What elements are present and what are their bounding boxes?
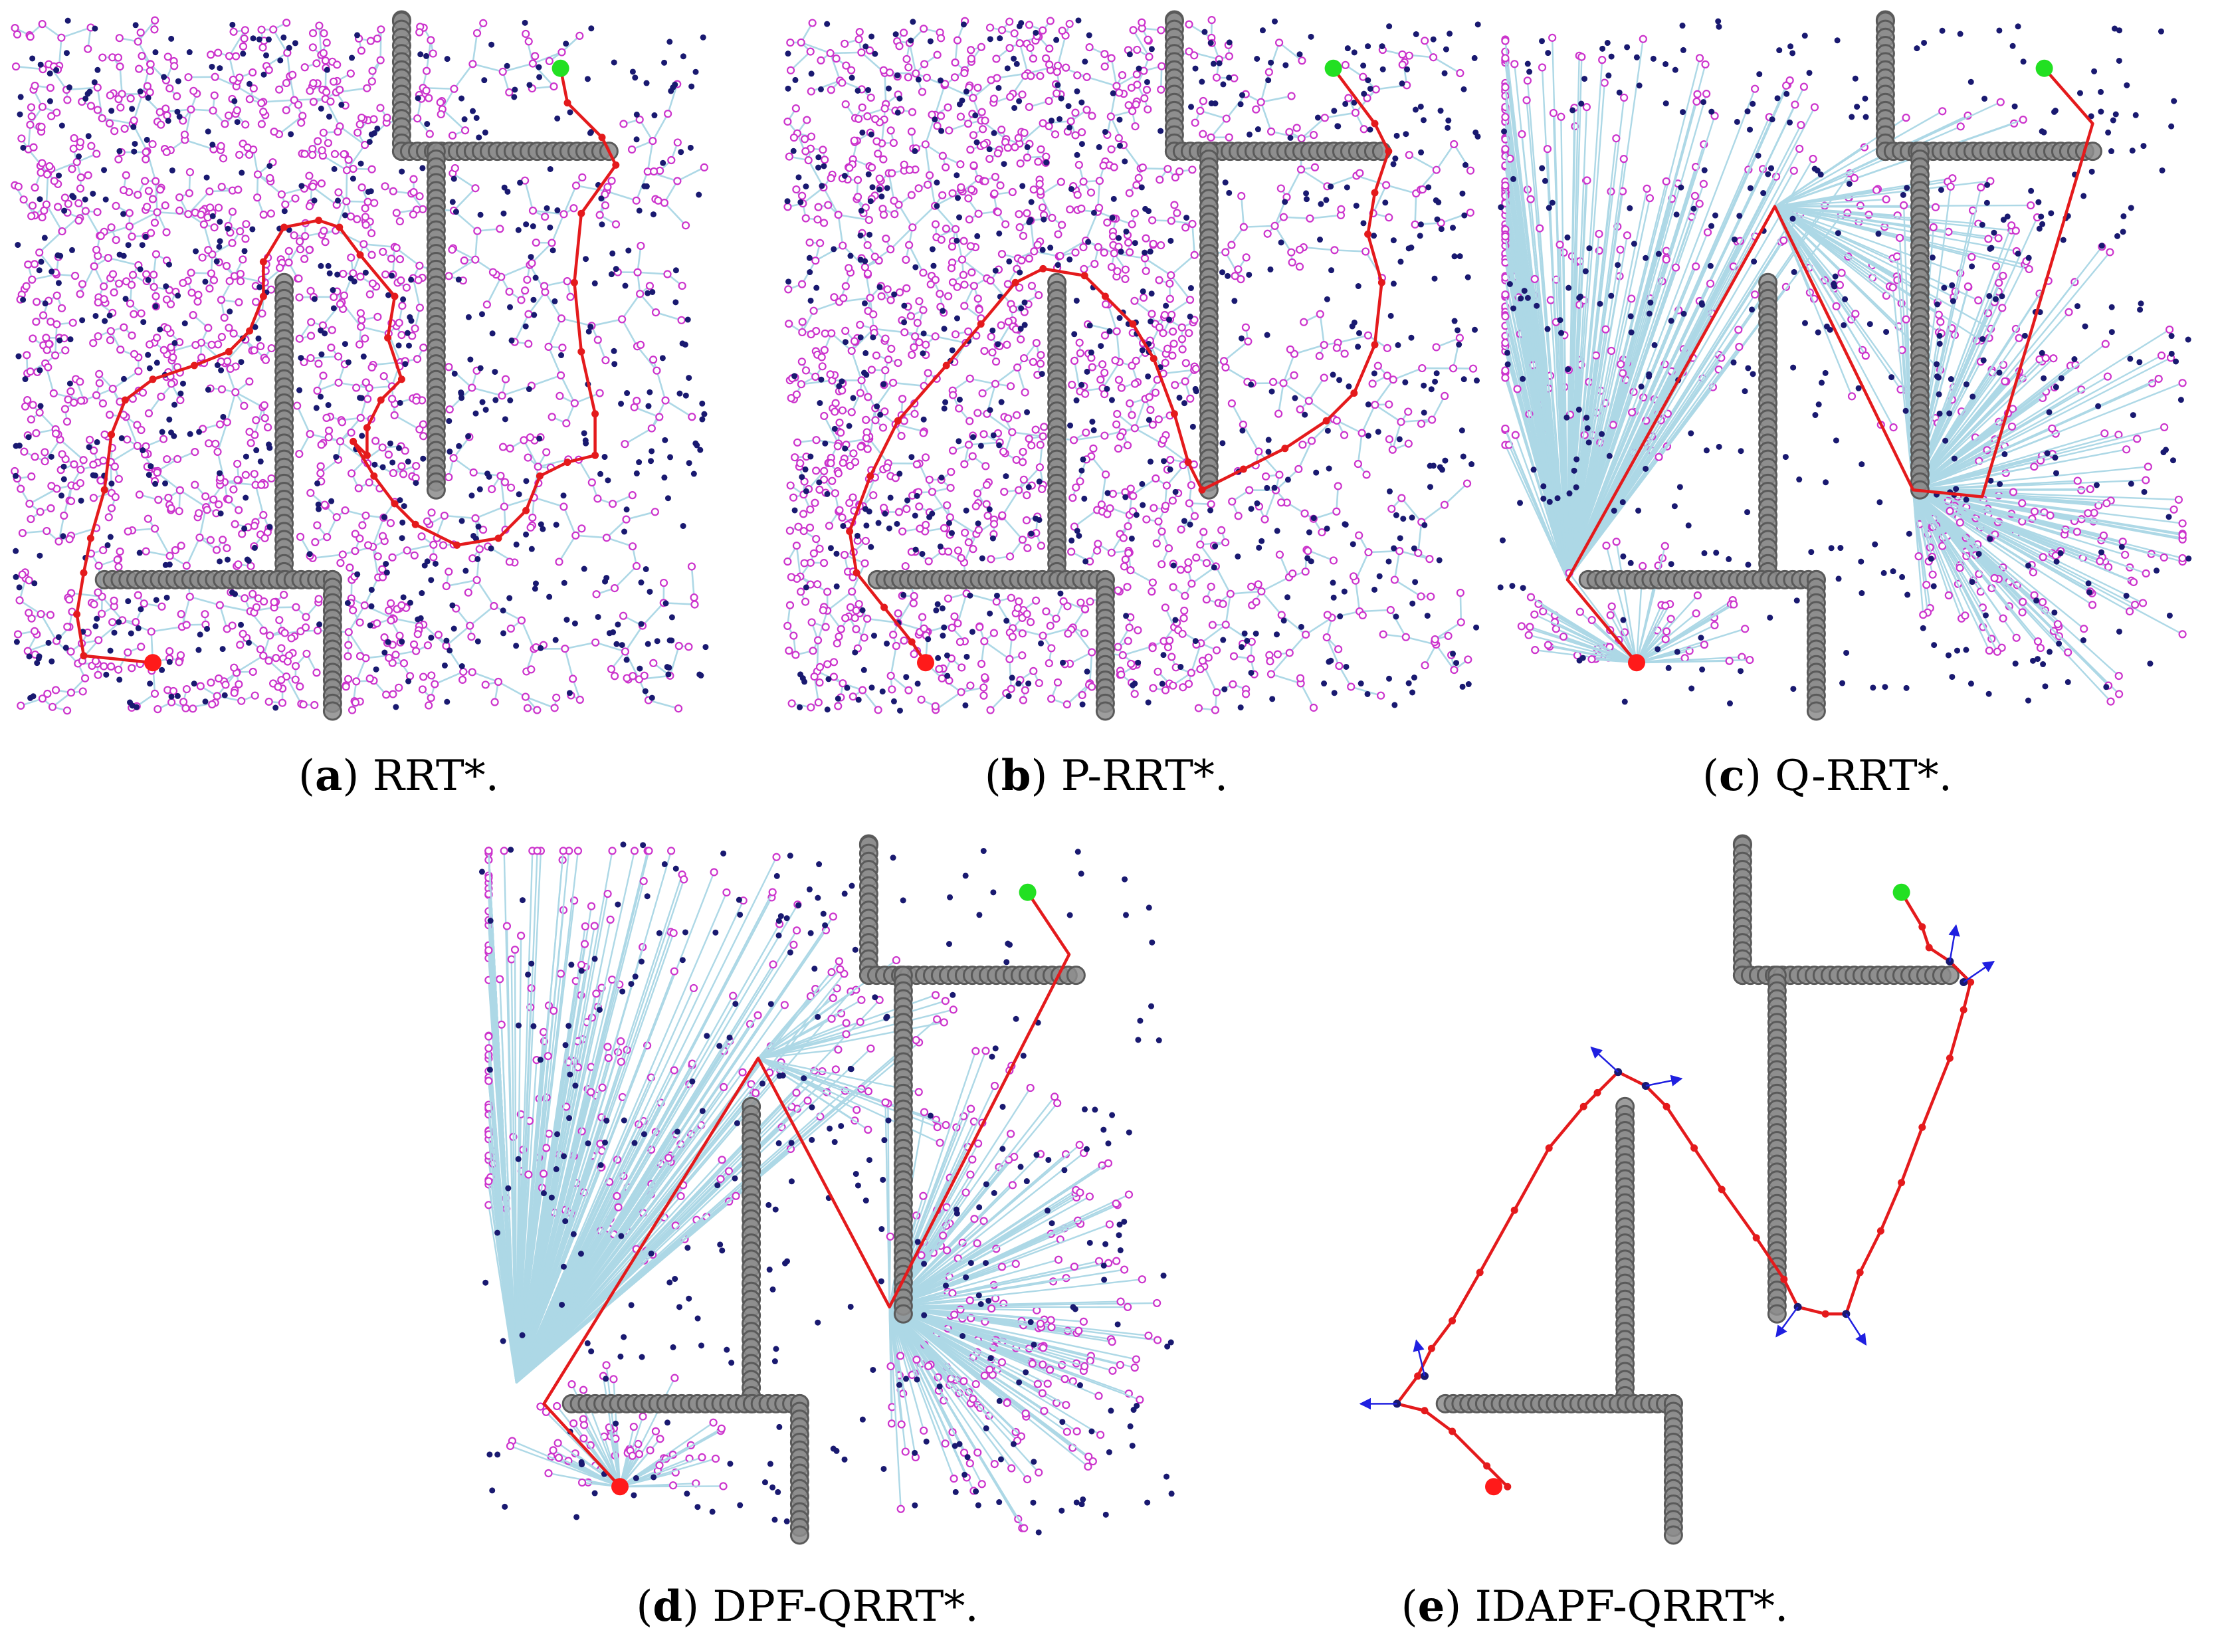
caption-e: (e) IDAPF-QRRT*. bbox=[1401, 1582, 1789, 1631]
panel-a bbox=[11, 10, 709, 721]
caption-a: (a) RRT*. bbox=[298, 751, 500, 801]
panel-b bbox=[783, 10, 1481, 721]
caption-c: (c) Q-RRT*. bbox=[1702, 751, 1952, 801]
caption-d: (d) DPF-QRRT*. bbox=[636, 1582, 979, 1631]
panel-c bbox=[1497, 10, 2192, 721]
panel-e bbox=[1359, 834, 1995, 1545]
panel-d bbox=[478, 834, 1175, 1545]
caption-b: (b) P-RRT*. bbox=[984, 751, 1229, 801]
